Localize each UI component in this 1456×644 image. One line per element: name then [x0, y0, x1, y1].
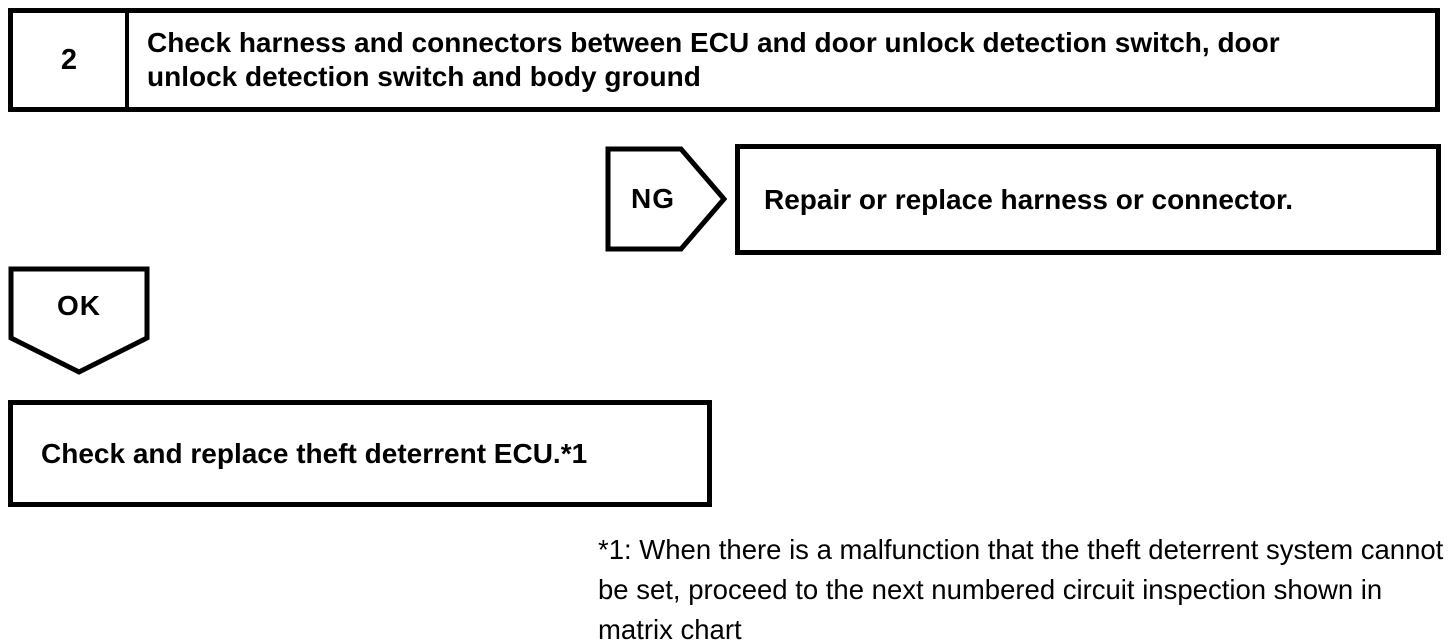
ok-pentagon-icon	[8, 266, 150, 375]
ok-label: OK	[57, 290, 101, 321]
ng-label: NG	[631, 183, 675, 214]
ok-connector-shape: OK	[8, 266, 150, 376]
step-box: 2 Check harness and connectors between E…	[8, 8, 1440, 112]
ok-action-box: Check and replace theft deterrent ECU.*1	[8, 400, 712, 507]
step-instruction-cell: Check harness and connectors between ECU…	[129, 13, 1435, 107]
footnote: *1: When there is a malfunction that the…	[598, 534, 1444, 644]
ng-pentagon-icon	[605, 146, 727, 252]
ng-action-box: Repair or replace harness or connector.	[735, 144, 1441, 255]
ng-connector-shape: NG	[605, 146, 727, 252]
step-number: 2	[13, 13, 129, 107]
ng-action-text: Repair or replace harness or connector.	[764, 183, 1294, 215]
step-instruction-text: Check harness and connectors between ECU…	[147, 27, 1280, 92]
ok-action-text: Check and replace theft deterrent ECU.*1	[41, 437, 588, 469]
